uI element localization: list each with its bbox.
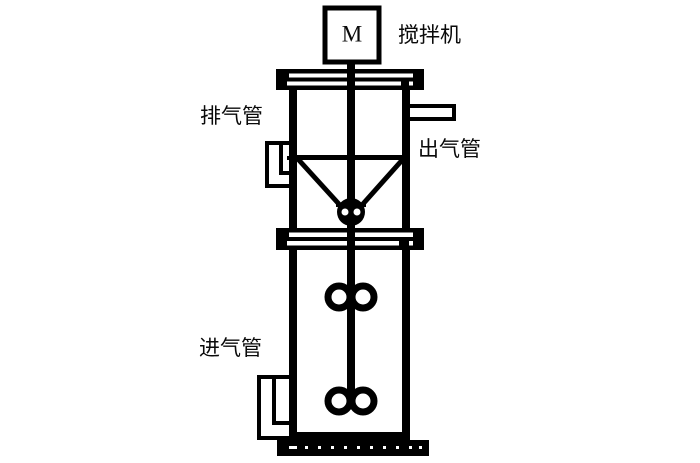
cone-valve (336, 198, 366, 226)
upper-impeller (324, 282, 378, 312)
vessel-wall-right (402, 86, 410, 434)
vessel-wall-left (289, 86, 297, 434)
inlet-pipe (257, 375, 297, 440)
label-outlet-pipe: 出气管 (418, 137, 481, 161)
label-inlet-pipe: 进气管 (199, 336, 262, 360)
middle-flange (276, 228, 424, 250)
motor-label: M (342, 21, 362, 46)
top-flange (276, 69, 424, 90)
label-exhaust-pipe: 排气管 (200, 104, 263, 128)
lower-impeller (324, 386, 378, 416)
cone-top-rim (293, 155, 406, 160)
sparger-holes (289, 446, 422, 449)
label-agitator: 搅拌机 (398, 23, 461, 47)
exhaust-pipe (265, 141, 297, 188)
outlet-pipe (406, 104, 456, 121)
motor-box: M (322, 5, 382, 65)
sparger-base (277, 432, 429, 456)
